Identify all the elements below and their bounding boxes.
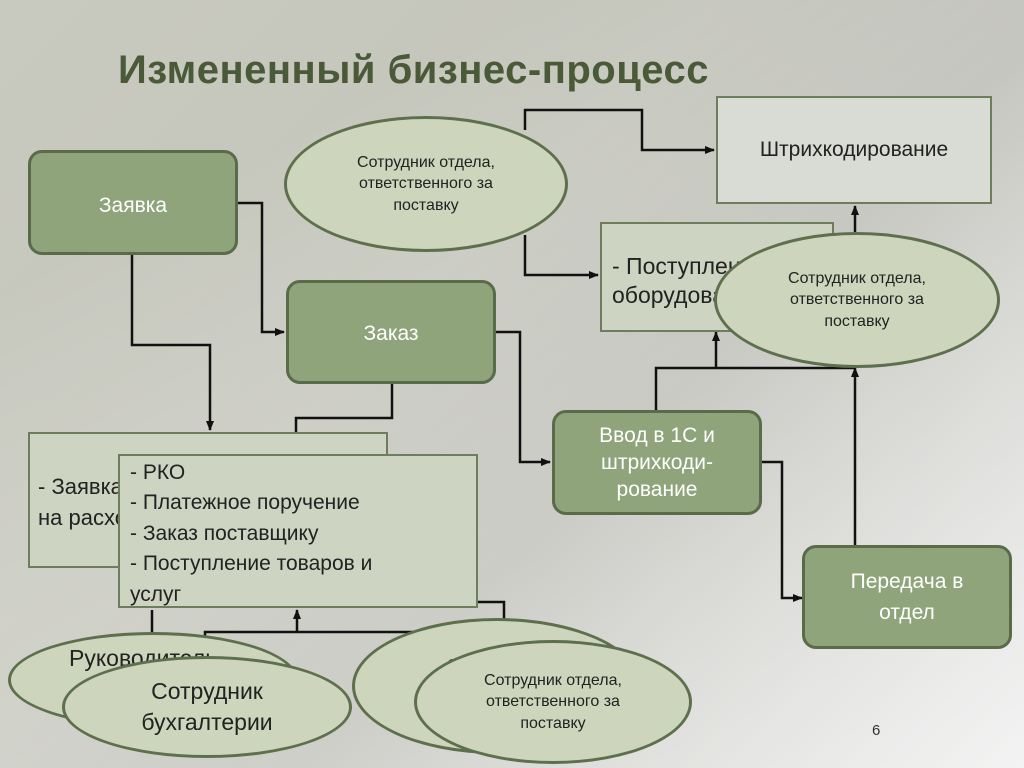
order-box: Заказ — [286, 280, 496, 384]
request-label: Заявка — [98, 194, 168, 217]
employee-ellipse-top-label: Сотрудник отдела, ответственного за пост… — [357, 153, 495, 214]
connector-zayavka-zakaz — [238, 201, 285, 336]
employee-ellipse-mid-label: Сотрудник отдела, ответственного за пост… — [788, 269, 926, 330]
accountant-ellipse: Сотрудник бухгалтерии — [62, 656, 352, 758]
employee-ellipse-bottom: Сотрудник отдела, ответственного за пост… — [414, 640, 692, 764]
document-item: - Платежное поручение — [130, 491, 360, 515]
order-label: Заказ — [363, 322, 419, 345]
connector-zakaz-down — [294, 384, 394, 432]
page-title: Измененный бизнес-процесс — [118, 48, 710, 92]
connector-zakaz-vvod — [496, 330, 551, 466]
accountant-label: Сотрудник бухгалтерии — [141, 677, 273, 735]
input-1c-box: Ввод в 1С и штрихкоди-рование — [552, 410, 762, 515]
employee-ellipse-top: Сотрудник отдела, ответственного за пост… — [284, 116, 568, 252]
document-item: - Поступление товаров и — [130, 552, 373, 576]
barcoding-label: Штрихкодирование — [759, 137, 949, 161]
connector-zayavka-down — [130, 255, 214, 431]
page-number: 6 — [872, 722, 881, 739]
connector-employee-shtrih — [523, 108, 715, 154]
transfer-label: Передача в отдел — [850, 569, 964, 625]
employee-ellipse-bottom-label: Сотрудник отдела, ответственного за пост… — [484, 671, 622, 732]
document-item: услуг — [130, 582, 182, 606]
document-item: - РКО — [130, 461, 186, 484]
document-item: - Заказ поставщику — [130, 521, 319, 545]
request-box: Заявка — [28, 150, 238, 255]
document-list-box: - РКО - Платежное поручение - Заказ пост… — [118, 454, 478, 608]
transfer-box: Передача в отдел — [802, 545, 1012, 649]
input-1c-label: Ввод в 1С и штрихкоди-рование — [599, 423, 715, 502]
barcoding-box: Штрихкодирование — [716, 96, 992, 204]
connector-vvod-peredacha — [762, 460, 803, 602]
connector-employee-postuplenie — [523, 235, 599, 279]
connector-vvod-up — [654, 366, 855, 410]
employee-ellipse-mid: Сотрудник отдела, ответственного за пост… — [714, 232, 1000, 368]
